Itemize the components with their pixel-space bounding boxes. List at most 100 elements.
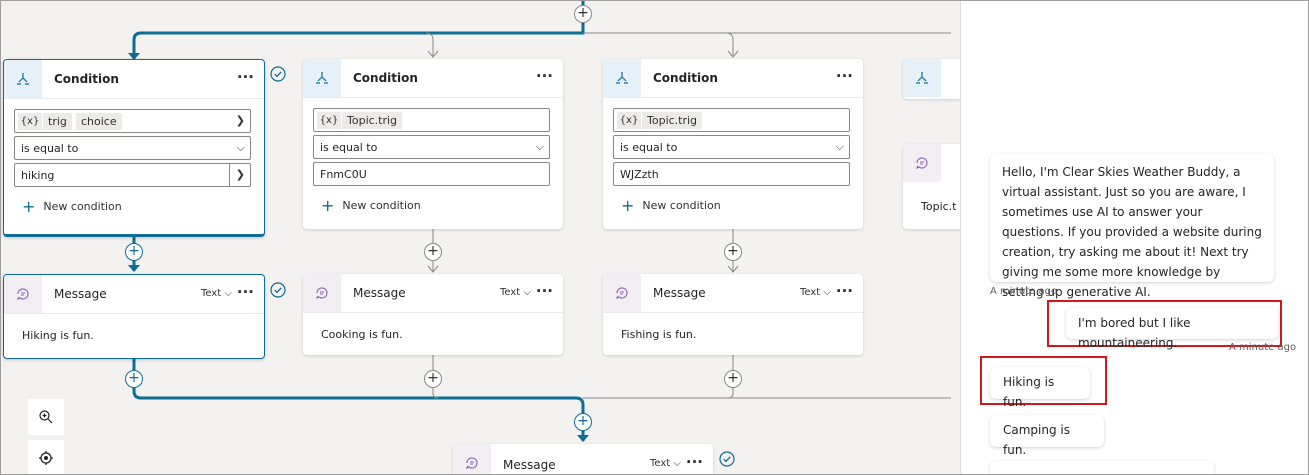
new-condition-label: New condition [43,200,122,213]
add-node-button[interactable]: + [424,243,442,261]
add-node-button[interactable]: + [125,243,143,261]
variable-picker[interactable]: {x} Topic.trig [613,108,850,132]
chevron-down-icon: ⌵ [224,288,232,299]
message-type-dropdown[interactable]: Text ⌵ [201,288,232,299]
chevron-down-icon: ⌵ [835,140,844,153]
test-chat-panel[interactable]: Hello, I'm Clear Skies Weather Buddy, a … [960,1,1308,474]
value-input[interactable]: WJZzth [613,162,850,186]
more-options-button[interactable]: ··· [835,282,853,300]
add-node-button[interactable]: + [125,370,143,388]
operator-value: is equal to [320,141,378,154]
node-header: Message Text ⌵ ··· [603,274,863,313]
more-options-button[interactable]: ··· [835,67,853,85]
chevron-right-icon: ❯ [235,114,245,127]
chevron-down-icon: ⌵ [236,141,245,154]
condition-value: hiking [21,169,55,182]
recenter-button[interactable] [28,440,64,474]
plus-icon: + [621,196,635,215]
target-icon [39,451,53,465]
message-type-label: Text [799,287,821,298]
branch-icon [903,59,941,97]
message-type-label: Text [499,287,521,298]
message-type-label: Text [649,458,671,469]
message-icon [303,274,341,312]
operator-dropdown[interactable]: is equal to ⌵ [613,135,850,159]
message-type-dropdown[interactable]: Text ⌵ [800,287,831,298]
zoom-in-button[interactable] [28,399,64,435]
message-node[interactable]: Message Text ⌵ ··· Fishing is fun. [603,274,863,355]
message-type-dropdown[interactable]: Text ⌵ [650,458,681,469]
add-node-button[interactable]: + [424,370,442,388]
operator-value: is equal to [620,141,678,154]
variable-token: choice [76,113,122,130]
message-icon [903,144,941,182]
message-icon [603,274,641,312]
new-condition-button[interactable]: +New condition [321,196,421,215]
new-condition-button[interactable]: + New condition [621,196,721,215]
more-options-button[interactable]: ··· [236,283,254,301]
new-condition-label: New condition [642,199,721,212]
variable-picker[interactable]: {x} trig choice ❯ [14,109,251,133]
node-title: Condition [653,71,718,85]
node-title: Message [653,286,706,300]
chevron-down-icon: ⌵ [535,140,544,153]
node-title: Message [353,286,406,300]
message-node[interactable]: Message Text ⌵ ··· Cooking is fun. [303,274,563,355]
message-text: Camping is fun. [1003,423,1070,457]
message-node[interactable]: Message Text ⌵ ··· Hiking is fun. [3,274,265,359]
message-timestamp: A minute ago [1229,342,1297,353]
more-options-button[interactable]: ··· [535,67,553,85]
message-timestamp: A minute ago [990,286,1058,297]
variable-picker[interactable]: {x} Topic.trig [313,108,550,132]
add-node-button[interactable]: + [724,243,742,261]
message-text: Hello, I'm Clear Skies Weather Buddy, a … [1002,165,1262,299]
value-input[interactable]: FnmC0U [313,162,550,186]
node-header: Condition ··· [303,59,563,98]
add-node-button[interactable]: + [574,5,592,23]
condition-value: FnmC0U [320,168,367,181]
node-text: Topic.t [921,200,957,213]
more-options-button[interactable]: ··· [685,453,703,471]
value-input[interactable]: hiking ❯ [14,163,251,187]
node-title: Message [54,287,107,301]
chevron-down-icon: ⌵ [523,287,531,298]
plus-icon: + [321,196,335,215]
message-text: Fishing is fun. [621,328,697,341]
checkmark-circle-icon [719,451,735,467]
condition-value: WJZzth [620,168,659,181]
add-node-button[interactable]: + [574,413,592,431]
node-header: Condition ··· [4,60,264,99]
more-options-button[interactable]: ··· [236,68,254,86]
message-node-partial[interactable]: Topic.t [903,144,960,229]
message-node[interactable]: Message Text ⌵ ··· [453,444,713,474]
message-type-dropdown[interactable]: Text ⌵ [500,287,531,298]
operator-dropdown[interactable]: is equal to ⌵ [14,136,251,160]
variable-icon: {x} [317,112,341,129]
condition-node-partial[interactable] [903,59,960,99]
checkmark-circle-icon [270,282,286,298]
message-type-label: Text [200,288,222,299]
checkmark-circle-icon [270,66,286,82]
operator-dropdown[interactable]: is equal to ⌵ [313,135,550,159]
message-text: Hiking is fun. [22,329,94,342]
variable-token: Topic.trig [642,112,703,129]
authoring-canvas[interactable]: + + + + + + + + Condition ··· {x} trig c… [1,1,960,474]
condition-node[interactable]: Condition ··· {x} trig choice ❯ is equal… [3,59,265,237]
zoom-in-icon [39,410,53,424]
add-node-button[interactable]: + [724,370,742,388]
node-header: Message Text ⌵ ··· [4,275,264,314]
user-message: I'm bored but I like mountaineering. [1066,308,1278,350]
condition-node[interactable]: Condition ··· {x} Topic.trig is equal to… [303,59,563,229]
operator-value: is equal to [21,142,79,155]
variable-icon: {x} [617,112,641,129]
node-header: Message Text ⌵ ··· [303,274,563,313]
message-icon [453,444,491,474]
new-condition-button[interactable]: +New condition [22,197,122,216]
node-header: Condition ··· [603,59,863,98]
divider [229,164,230,186]
message-text: Cooking is fun. [321,328,403,341]
more-options-button[interactable]: ··· [535,282,553,300]
condition-node[interactable]: Condition ··· {x} Topic.trig is equal to… [603,59,863,229]
node-title: Message [503,458,556,472]
